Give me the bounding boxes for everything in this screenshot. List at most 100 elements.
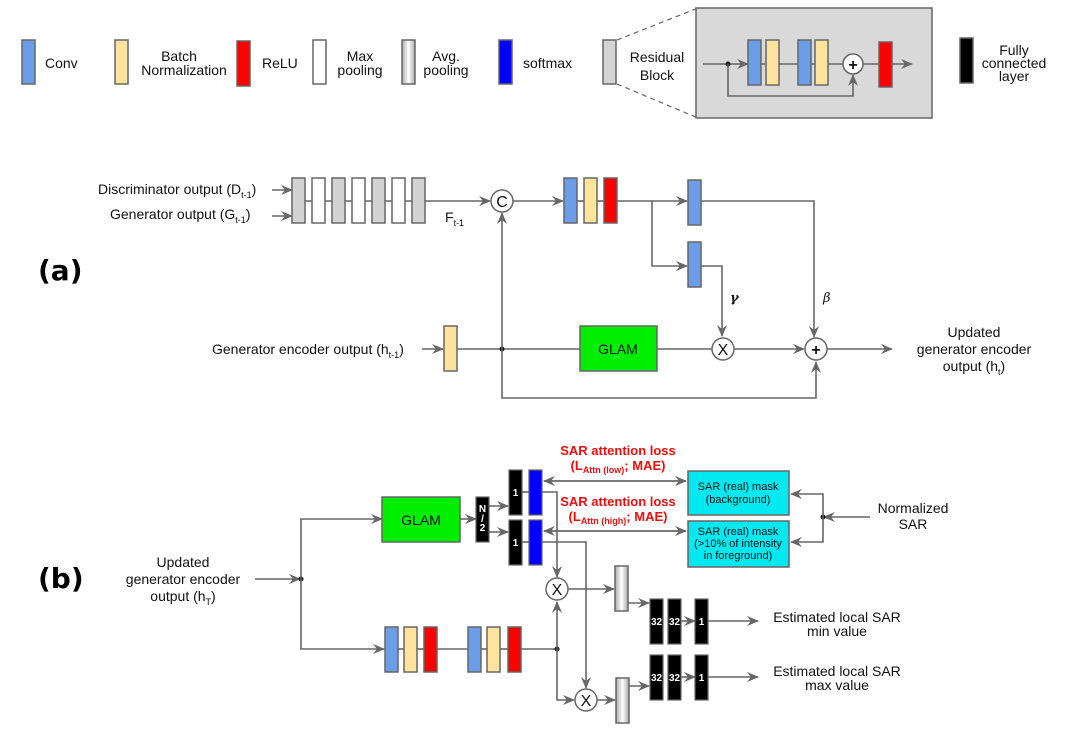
multiply-symbol-min: X [552,582,563,599]
fc-max-32a-label: 32 [651,673,663,684]
fc-split-label-3: 2 [480,523,486,534]
legend-relu-swatch [236,40,251,87]
fc-min-32b-label: 32 [669,617,681,628]
estimated-min-label: Estimated local SAR [773,609,901,625]
loss-low-formula: (LAttn (low); MAE) [571,458,666,475]
gamma-label: γ [730,291,740,306]
fc-split-label-2: / [481,514,484,525]
glam-b-label: GLAM [401,512,441,528]
conv-beta [687,179,702,226]
loss-high-title: SAR attention loss [560,494,676,509]
legend-avgpool-swatch [401,39,416,85]
estimated-min-label-2: min value [807,623,867,639]
panel-a-label: (a) [38,254,83,287]
fc-split-label: N [479,504,486,515]
normalized-sar-label-2: SAR [899,516,928,532]
relu-a1 [603,177,618,224]
mask-foreground-label-2: (>10% of intensity [694,538,782,550]
max-pool-2 [351,177,366,224]
estimated-max-label-2: max value [805,677,869,693]
panel-b-label: (b) [38,562,84,595]
avg-pool-max [615,677,630,724]
residual-block-3 [371,177,386,224]
mask-background-label: SAR (real) mask [698,481,779,493]
panel-b: (b) Updated generator encoder output (hT… [38,443,948,724]
legend-softmax-label: softmax [523,55,572,71]
mask-background [687,470,790,516]
fc-split [475,496,490,543]
mask-foreground-label-3: in foreground) [704,550,773,562]
glam-a [579,325,658,372]
residual-zoom-line-bottom [616,83,699,119]
relu-b2 [507,626,522,673]
bn-b2 [486,626,501,673]
legend-avgpool-label-2: pooling [423,62,468,78]
legend-maxpool-swatch [312,39,327,85]
legend-relu-label: ReLU [262,55,298,71]
mask-foreground [687,520,790,568]
fc-min-1-label: 1 [699,617,705,628]
loss-high-formula: (LAttn (high); MAE) [569,509,668,526]
estimated-max-label: Estimated local SAR [773,663,901,679]
mask-foreground-label: SAR (real) mask [698,526,779,538]
feature-label: Ft-1 [445,209,464,228]
legend-fc-label-3: layer [999,68,1030,84]
fc-max-32b-label: 32 [669,673,681,684]
conv-b2 [467,626,482,673]
mask-background-label-2: (background) [706,494,771,506]
legend-conv-label: Conv [45,55,78,71]
discriminator-input-label: Discriminator output (Dt-1) [98,181,256,200]
legend-residual-label-2: Block [640,67,675,83]
avg-pool-min [614,565,629,612]
fc-min-32a [649,598,664,645]
output-label-a-3: output (ht) [943,358,1005,377]
legend-softmax-swatch [498,39,513,85]
conv-a1 [563,177,578,224]
output-label-a-2: generator encoder [917,341,1032,357]
encoder-input-label: Generator encoder output (ht-1) [212,341,404,360]
glam-a-label: GLAM [598,341,638,357]
residual-zoom-line-top [616,7,699,41]
panel-a: (a) Discriminator output (Dt-1) Generato… [38,177,1032,399]
conv-b1 [384,626,399,673]
fc-min-32a-label: 32 [651,617,663,628]
fc-max-32a [649,654,664,701]
residual-block-1 [291,177,306,224]
softmax-high [528,519,543,566]
multiply-symbol-a: X [718,342,729,359]
residual-add-symbol: + [848,57,857,74]
legend-batchnorm-label: Batch [161,48,197,64]
bn-b1 [403,626,418,673]
residual-block-4 [411,177,426,224]
softmax-low [528,469,543,516]
input-label-b-2: generator encoder [126,571,241,587]
max-pool-1 [311,177,326,224]
input-label-b: Updated [157,554,210,570]
legend-maxpool-label: Max [347,48,373,64]
relu-b1 [423,626,438,673]
legend-avgpool-label: Avg. [432,48,460,64]
legend-batchnorm-swatch [114,39,129,85]
residual-block-2 [331,177,346,224]
legend-batchnorm-label-2: Normalization [141,62,227,78]
legend-conv-swatch [21,39,36,85]
legend-residual-swatch [602,39,617,85]
fc-low-label: 1 [513,488,519,499]
bn-encoder [443,325,458,372]
legend: Conv Batch Normalization ReLU Max poolin… [21,7,1047,119]
multiply-symbol-max: X [581,693,592,710]
residual-block-detail: + [695,7,933,119]
max-pool-3 [391,177,406,224]
conv-gamma [687,241,702,288]
add-symbol-a: + [811,342,820,359]
legend-residual-label: Residual [630,49,684,65]
output-label-a: Updated [948,324,1001,340]
legend-fc-label: Fully [999,42,1029,58]
input-label-b-3: output (hT) [150,588,215,607]
concat-symbol: C [496,194,508,211]
bn-a1 [583,177,598,224]
legend-fc-label-2: connected [982,55,1047,71]
legend-fc-swatch [959,37,974,84]
generator-input-label: Generator output (Gt-1) [110,206,250,225]
